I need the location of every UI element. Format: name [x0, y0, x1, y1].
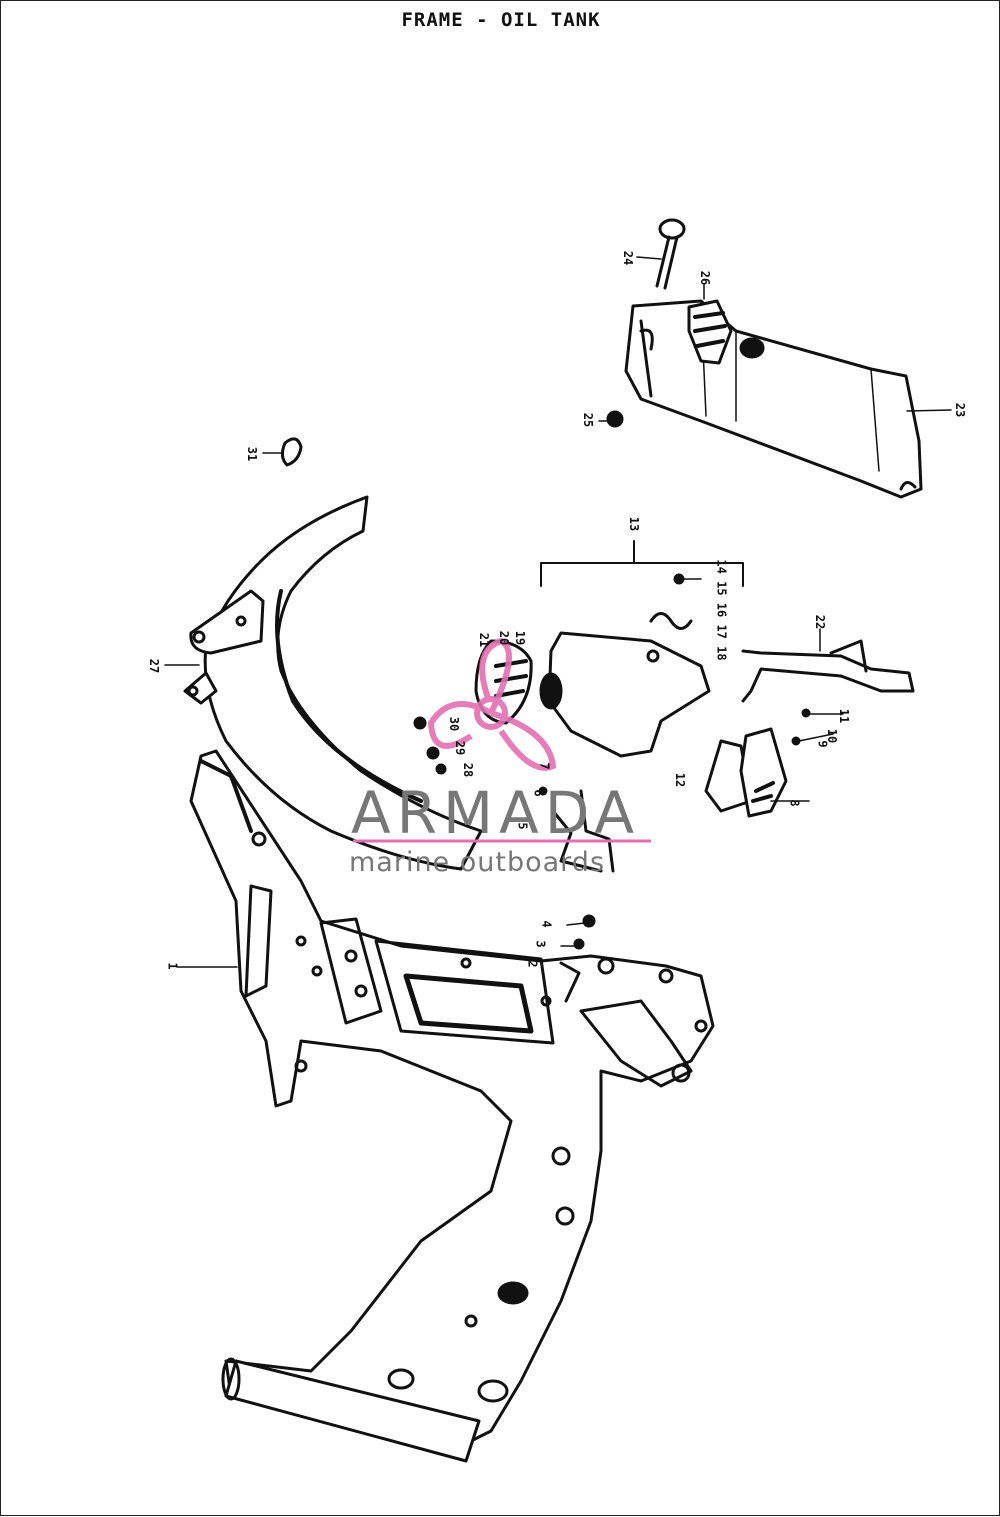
callout-8: 8 — [787, 799, 802, 807]
swivel-frame — [183, 495, 715, 1463]
tank-grommet — [606, 410, 624, 428]
callout-5: 5 — [515, 822, 530, 830]
watermark-tagline: marine outboards — [349, 847, 606, 878]
filler-cap — [655, 218, 686, 290]
callout-29: 29 — [453, 740, 468, 756]
callout-6: 6 — [531, 789, 546, 797]
callout-21: 21 — [477, 632, 492, 648]
armada-logo — [427, 637, 557, 771]
callout-2: 2 — [525, 960, 540, 968]
diagram-title: FRAME - OIL TANK — [401, 9, 601, 31]
callout-31: 31 — [245, 446, 260, 462]
callout-7: 7 — [537, 762, 552, 770]
callout-25: 25 — [581, 412, 596, 428]
callout-12: 12 — [673, 772, 688, 788]
oil-tank — [624, 299, 923, 499]
callout-20: 20 — [497, 630, 512, 646]
callout-19: 19 — [513, 630, 528, 646]
callout-27: 27 — [147, 658, 162, 674]
callout-3: 3 — [533, 940, 548, 948]
callout-24: 24 — [621, 250, 636, 266]
callout-23: 23 — [953, 402, 968, 418]
callout-1: 1 — [165, 962, 180, 970]
leader-lines — [164, 256, 952, 968]
watermark-brand: ARMADA — [351, 779, 641, 847]
callout-10: 10 — [825, 728, 840, 744]
callout-22: 22 — [813, 614, 828, 630]
callout-30: 30 — [447, 716, 462, 732]
callout-26: 26 — [698, 270, 713, 286]
callout-4: 4 — [539, 920, 554, 928]
callout-14-18: 14 15 16 17 18 — [714, 559, 729, 661]
hose-clip — [280, 437, 303, 467]
callout-28: 28 — [461, 762, 476, 778]
callout-11: 11 — [837, 708, 852, 724]
callout-13: 13 — [627, 516, 642, 532]
tank-bracket-assembly — [413, 540, 915, 1003]
